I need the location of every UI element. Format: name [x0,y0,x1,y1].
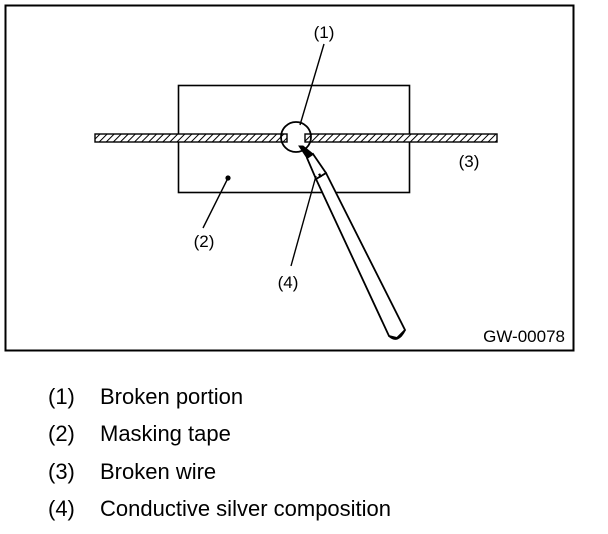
legend-item: (3) Broken wire [48,453,391,491]
callout-2: (2) [194,232,215,251]
wire-segment-left [94,133,288,143]
callout-1: (1) [314,23,335,42]
legend-item: (4) Conductive silver composition [48,491,391,529]
leader-line-4 [290,175,317,267]
callout-4: (4) [278,273,299,292]
legend-item: (1) Broken portion [48,378,391,416]
leader-line-2 [202,177,229,229]
legend-item: (2) Masking tape [48,416,391,454]
pen-icon [298,145,407,340]
pen-barrel [314,171,407,339]
pen-tip [298,145,314,159]
legend-list: (1) Broken portion (2) Masking tape (3) … [48,378,391,528]
figure-frame [4,4,575,352]
callout-3: (3) [459,152,480,171]
leader-line-1 [299,43,325,126]
legend-text: Masking tape [100,421,231,447]
broken-portion-circle [280,121,312,153]
pen-tip-band [318,173,322,178]
wire-segment-right [304,133,498,143]
diagram-figure: (1) (2) (3) (4) GW-00078 [4,4,575,352]
legend-number: (1) [48,383,75,409]
legend-text: Conductive silver composition [100,496,392,522]
legend-text: Broken wire [100,458,217,484]
broken-wire [94,133,498,143]
legend-number: (2) [48,421,75,447]
legend-text: Broken portion [100,383,244,409]
legend-number: (3) [48,458,75,484]
diagram-canvas: (1) (2) (3) (4) GW-00078 [4,4,575,352]
pen-end-cap [388,329,406,340]
figure-id-label: GW-00078 [483,327,565,346]
legend-number: (4) [48,496,75,522]
pen-collar [305,152,328,181]
